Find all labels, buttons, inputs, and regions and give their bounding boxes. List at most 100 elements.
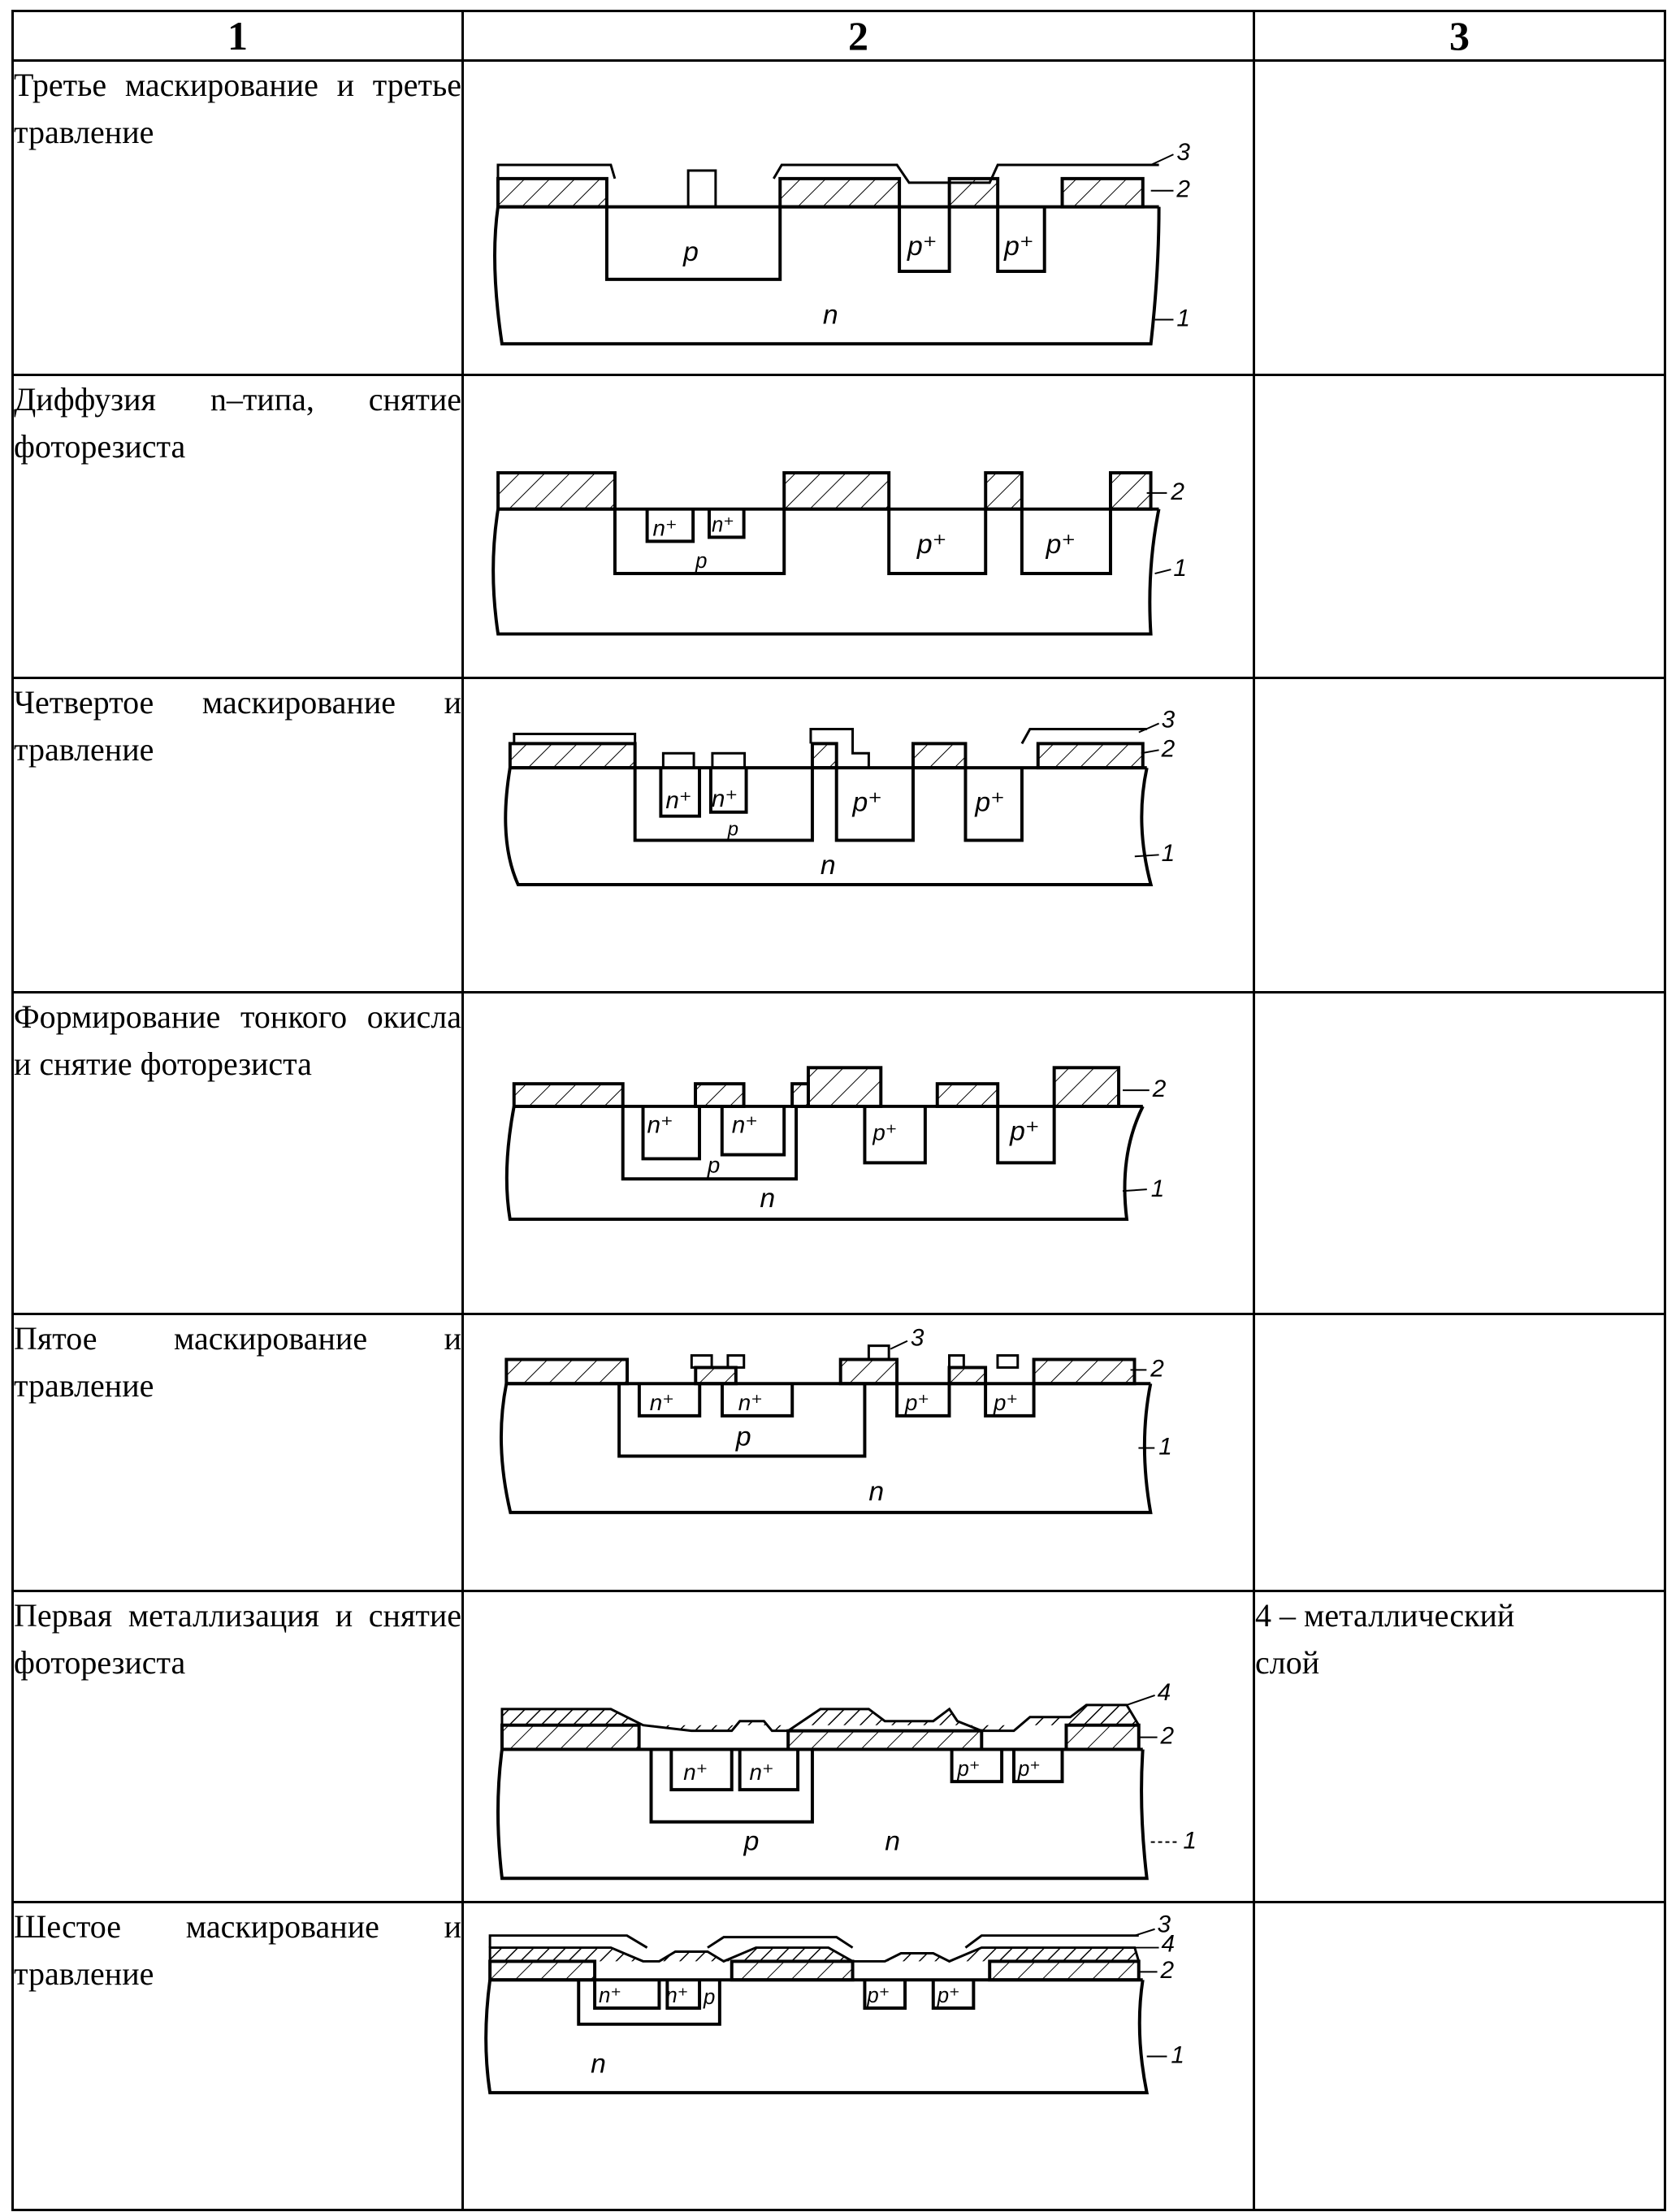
svg-text:p⁺: p⁺ xyxy=(852,787,883,818)
note-cell: 4 – металлический слой xyxy=(1253,1590,1666,1903)
svg-text:2: 2 xyxy=(1150,1355,1164,1382)
cross-section-diagram: n⁺ n⁺ p p⁺ p⁺ n 4 2 1 xyxy=(461,1590,1255,1903)
table-row: Третье маскирование и третье травление xyxy=(11,59,1666,376)
step-description: Третье маскирование и третье травление xyxy=(11,59,464,376)
svg-text:p⁺: p⁺ xyxy=(1046,529,1076,560)
table-row: Первая металлизация и снятие фоторезиста… xyxy=(11,1590,1666,1903)
svg-text:n⁺: n⁺ xyxy=(653,515,678,540)
table-row: Формирование тонкого окисла и снятие фот… xyxy=(11,991,1666,1315)
step-description: Четвертое маскирование и травление xyxy=(11,677,464,993)
svg-text:p⁺: p⁺ xyxy=(1017,1758,1041,1781)
note-cell xyxy=(1253,1313,1666,1592)
diagram-svg: p p⁺ p⁺ n 3 2 1 xyxy=(493,139,1190,346)
svg-text:n⁺: n⁺ xyxy=(665,1985,688,2007)
svg-text:1: 1 xyxy=(1173,555,1187,582)
svg-text:p⁺: p⁺ xyxy=(907,231,937,262)
svg-text:p: p xyxy=(695,550,707,573)
cross-section-diagram: n⁺ n⁺ p p⁺ p⁺ n 3 2 1 xyxy=(461,677,1255,993)
step-description: Пятое маскирование и травление xyxy=(11,1313,464,1592)
column-header-2: 2 xyxy=(461,10,1255,62)
diagram-svg: n⁺ n⁺ p p⁺ p⁺ 2 1 xyxy=(491,471,1187,636)
svg-text:3: 3 xyxy=(1162,707,1176,734)
svg-text:1: 1 xyxy=(1158,1433,1172,1460)
svg-text:n⁺: n⁺ xyxy=(665,787,691,814)
svg-text:p: p xyxy=(703,1986,715,2009)
cross-section-diagram: n⁺ n⁺ p p⁺ p⁺ 2 1 xyxy=(461,374,1255,679)
cross-section-diagram: n⁺ n⁺ p p⁺ p⁺ n 2 1 xyxy=(461,991,1255,1315)
svg-text:n⁺: n⁺ xyxy=(650,1390,674,1415)
svg-text:p⁺: p⁺ xyxy=(957,1758,981,1781)
svg-text:4: 4 xyxy=(1158,1679,1171,1706)
svg-text:p⁺: p⁺ xyxy=(866,1985,890,2007)
step-description: Шестое маскирование и травление xyxy=(11,1901,464,2211)
header-row: 1 2 3 xyxy=(11,10,1666,62)
svg-text:2: 2 xyxy=(1152,1076,1167,1102)
process-table: 1 2 3 Третье маскирование и третье травл… xyxy=(11,10,1666,2211)
svg-text:n: n xyxy=(591,2048,606,2079)
svg-text:2: 2 xyxy=(1160,1723,1175,1750)
svg-text:3: 3 xyxy=(1176,139,1190,166)
svg-text:n⁺: n⁺ xyxy=(599,1985,621,2007)
svg-text:1: 1 xyxy=(1171,2041,1184,2068)
svg-text:n: n xyxy=(885,1825,900,1856)
note-cell xyxy=(1253,1901,1666,2211)
svg-text:n⁺: n⁺ xyxy=(738,1390,763,1415)
svg-text:p⁺: p⁺ xyxy=(872,1120,897,1145)
diagram-svg: n⁺ n⁺ p p⁺ p⁺ n 4 2 1 xyxy=(496,1679,1197,1881)
note-cell xyxy=(1253,991,1666,1315)
note-cell xyxy=(1253,677,1666,993)
step-description: Первая металлизация и снятие фоторезиста xyxy=(11,1590,464,1903)
cross-section-diagram: n⁺ n⁺ p p⁺ p⁺ n 3 2 1 xyxy=(461,1313,1255,1592)
step-description: Диффузия n–типа, снятие фоторезиста xyxy=(11,374,464,679)
note-cell xyxy=(1253,374,1666,679)
svg-text:n⁺: n⁺ xyxy=(712,786,738,812)
svg-text:p⁺: p⁺ xyxy=(937,1985,960,2007)
svg-text:2: 2 xyxy=(1176,176,1190,203)
column-header-1: 1 xyxy=(11,10,464,62)
svg-text:1: 1 xyxy=(1151,1175,1165,1202)
svg-text:3: 3 xyxy=(911,1325,924,1352)
svg-text:1: 1 xyxy=(1162,840,1176,867)
svg-text:1: 1 xyxy=(1183,1828,1197,1855)
svg-text:1: 1 xyxy=(1176,305,1190,331)
svg-text:p: p xyxy=(743,1825,760,1856)
svg-text:p⁺: p⁺ xyxy=(916,529,947,560)
svg-text:n: n xyxy=(868,1476,884,1507)
column-header-3: 3 xyxy=(1253,10,1666,62)
svg-text:p⁺: p⁺ xyxy=(904,1390,929,1415)
svg-text:2: 2 xyxy=(1170,478,1184,505)
table-row: Диффузия n–типа, снятие фоторезиста n⁺ n… xyxy=(11,374,1666,679)
table-row: Шестое маскирование и травление n⁺ n⁺ xyxy=(11,1901,1666,2211)
svg-text:p⁺: p⁺ xyxy=(993,1390,1018,1415)
step-description: Формирование тонкого окисла и снятие фот… xyxy=(11,991,464,1315)
svg-text:n: n xyxy=(823,299,838,330)
svg-text:n⁺: n⁺ xyxy=(732,1112,758,1139)
svg-text:n: n xyxy=(821,850,836,881)
svg-text:n⁺: n⁺ xyxy=(647,1112,673,1139)
svg-text:n⁺: n⁺ xyxy=(683,1760,708,1785)
cross-section-diagram: p p⁺ p⁺ n 3 2 1 xyxy=(461,59,1255,376)
svg-text:p⁺: p⁺ xyxy=(1009,1116,1040,1147)
cross-section-diagram: n⁺ n⁺ p p⁺ p⁺ n 3 4 2 1 xyxy=(461,1901,1255,2211)
diagram-svg: n⁺ n⁺ p p⁺ p⁺ n 2 1 xyxy=(504,1066,1167,1221)
svg-text:n⁺: n⁺ xyxy=(712,513,734,536)
diagram-svg: n⁺ n⁺ p p⁺ p⁺ n 3 2 1 xyxy=(504,707,1176,887)
svg-text:p: p xyxy=(682,236,699,267)
diagram-svg: n⁺ n⁺ p p⁺ p⁺ n 3 2 1 xyxy=(500,1325,1172,1514)
svg-text:p⁺: p⁺ xyxy=(974,787,1005,818)
table-row: Четвертое маскирование и травление xyxy=(11,677,1666,993)
svg-text:3: 3 xyxy=(1158,1911,1171,1938)
svg-text:2: 2 xyxy=(1160,1957,1175,1984)
svg-text:p: p xyxy=(727,818,738,840)
svg-text:2: 2 xyxy=(1161,735,1176,762)
svg-text:p⁺: p⁺ xyxy=(1003,231,1034,262)
table-row: Пятое маскирование и травление xyxy=(11,1313,1666,1592)
note-cell xyxy=(1253,59,1666,376)
svg-text:p: p xyxy=(735,1422,751,1452)
svg-text:n: n xyxy=(760,1183,775,1214)
svg-text:p: p xyxy=(707,1152,720,1177)
svg-text:n⁺: n⁺ xyxy=(750,1760,774,1785)
note-text: 4 – металлический слой xyxy=(1255,1597,1515,1681)
diagram-svg: n⁺ n⁺ p p⁺ p⁺ n 3 4 2 1 xyxy=(484,1911,1184,2095)
svg-text:4: 4 xyxy=(1162,1931,1176,1958)
